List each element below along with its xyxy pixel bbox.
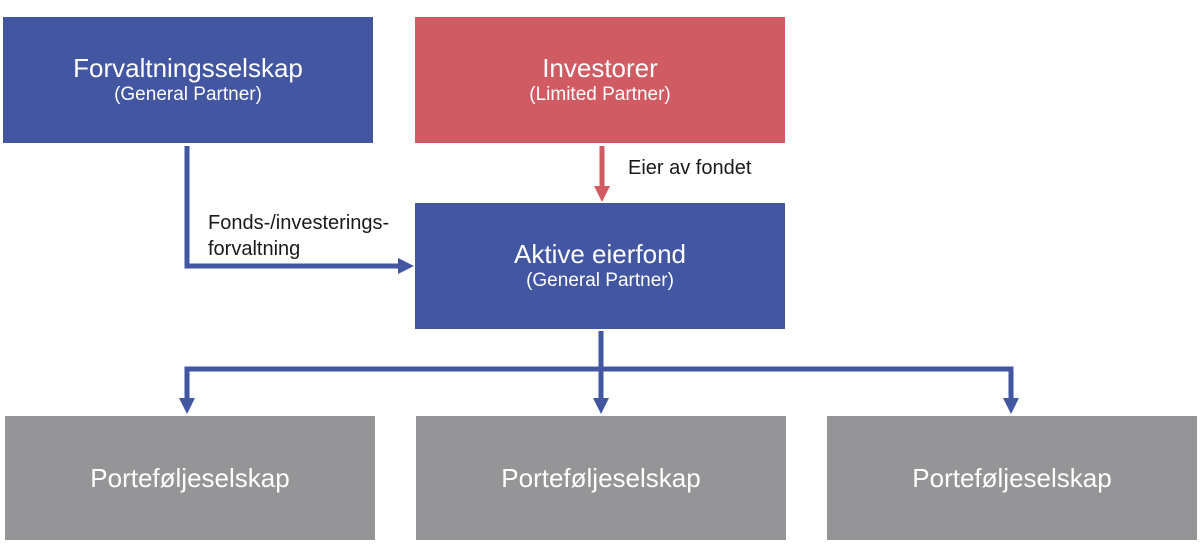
investors-title: Investorer: [542, 53, 658, 83]
portfolio-company-box: Porteføljeselskap: [5, 416, 375, 540]
portfolio-company-title: Porteføljeselskap: [501, 463, 701, 493]
portfolio-company-title: Porteføljeselskap: [912, 463, 1112, 493]
investors-to-fund-arrowhead: [594, 186, 610, 202]
gp-to-fund-arrowhead: [398, 258, 414, 274]
gp-to-fund-label-line1: Fonds-/investerings-: [208, 212, 390, 234]
general-partner-box: Forvaltningsselskap (General Partner): [3, 17, 373, 143]
fund-title: Aktive eierfond: [514, 239, 686, 269]
portfolio-company-box: Porteføljeselskap: [416, 416, 786, 540]
gp-to-fund-connector: [184, 146, 400, 269]
general-partner-subtitle: (General Partner): [114, 84, 262, 105]
portfolio-2-arrowhead: [593, 398, 609, 414]
portfolio-3-arrowhead: [1003, 398, 1019, 414]
investors-to-fund-label: Eier av fondet: [628, 157, 752, 179]
investors-subtitle: (Limited Partner): [529, 84, 671, 105]
portfolio-company-title: Porteføljeselskap: [90, 463, 290, 493]
portfolio-company-box: Porteføljeselskap: [827, 416, 1197, 540]
investors-box: Investorer (Limited Partner): [415, 17, 785, 143]
gp-to-fund-label-line2: forvaltning: [208, 238, 301, 260]
general-partner-title: Forvaltningsselskap: [73, 53, 303, 83]
fund-box: Aktive eierfond (General Partner): [415, 203, 785, 329]
fund-branch-connector: [184, 366, 1014, 400]
portfolio-1-arrowhead: [179, 398, 195, 414]
fund-subtitle: (General Partner): [526, 270, 674, 291]
gp-to-fund-label: Fonds-/investerings- forvaltning: [208, 210, 389, 262]
